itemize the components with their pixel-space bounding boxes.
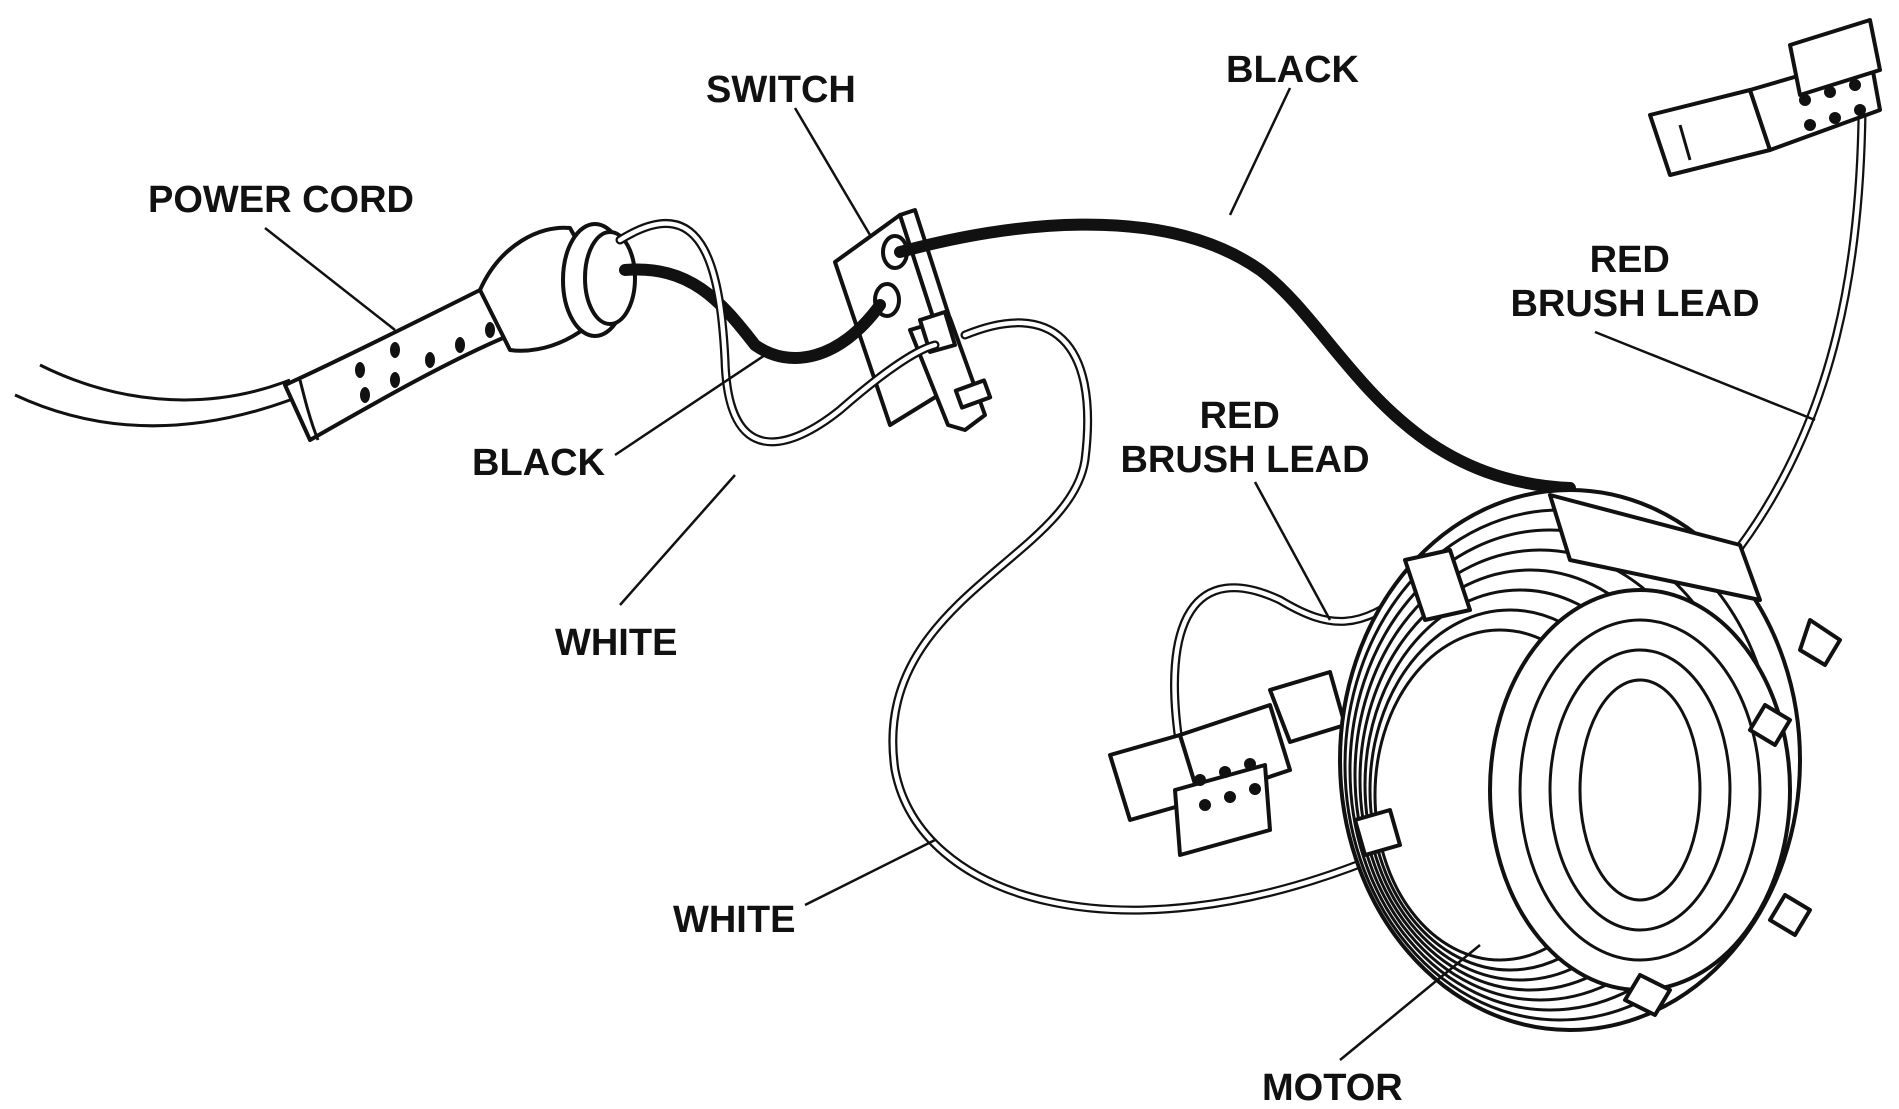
label-red-brush-lead-center-line1: RED	[1200, 395, 1280, 437]
label-red-brush-lead-center: RED BRUSH LEAD	[1120, 395, 1369, 481]
black-wire-switch-to-motor	[894, 218, 1576, 494]
red-brush-lead-right-wire	[1725, 110, 1867, 565]
label-red-brush-lead-right-line1: RED	[1590, 239, 1670, 281]
leader-red-brush-center	[1253, 481, 1332, 621]
label-black-top: BLACK	[1226, 49, 1360, 91]
label-white-bottom: WHITE	[673, 899, 795, 941]
power-cord	[14, 222, 637, 442]
white-wire-switch-to-motor	[888, 318, 1375, 915]
label-motor: MOTOR	[1262, 1067, 1403, 1109]
leader-motor	[1339, 944, 1481, 1061]
label-black-left: BLACK	[472, 442, 606, 484]
motor	[1338, 488, 1842, 1032]
leader-black-top	[1228, 87, 1292, 216]
label-power-cord: POWER CORD	[148, 179, 414, 221]
leader-lines	[264, 87, 1816, 1061]
leader-red-brush-right	[1594, 330, 1816, 422]
label-red-brush-lead-right-line2: BRUSH LEAD	[1510, 283, 1759, 325]
leader-white-bottom	[804, 838, 936, 907]
leader-power-cord	[264, 227, 396, 331]
leader-white-left	[619, 474, 736, 606]
brush-connector-top-right	[1648, 18, 1882, 177]
black-wire-cord-to-switch	[619, 263, 886, 364]
label-red-brush-lead-center-line2: BRUSH LEAD	[1120, 439, 1369, 481]
red-brush-lead-center-wire	[1170, 583, 1415, 753]
label-switch: SWITCH	[706, 69, 856, 111]
leader-black-left	[614, 353, 766, 457]
label-white-left: WHITE	[555, 622, 677, 664]
brush-connector-center	[1108, 670, 1347, 857]
label-red-brush-lead-right: RED BRUSH LEAD	[1510, 239, 1759, 325]
leader-switch	[793, 107, 872, 236]
white-wire-cord-to-switch	[615, 218, 940, 447]
